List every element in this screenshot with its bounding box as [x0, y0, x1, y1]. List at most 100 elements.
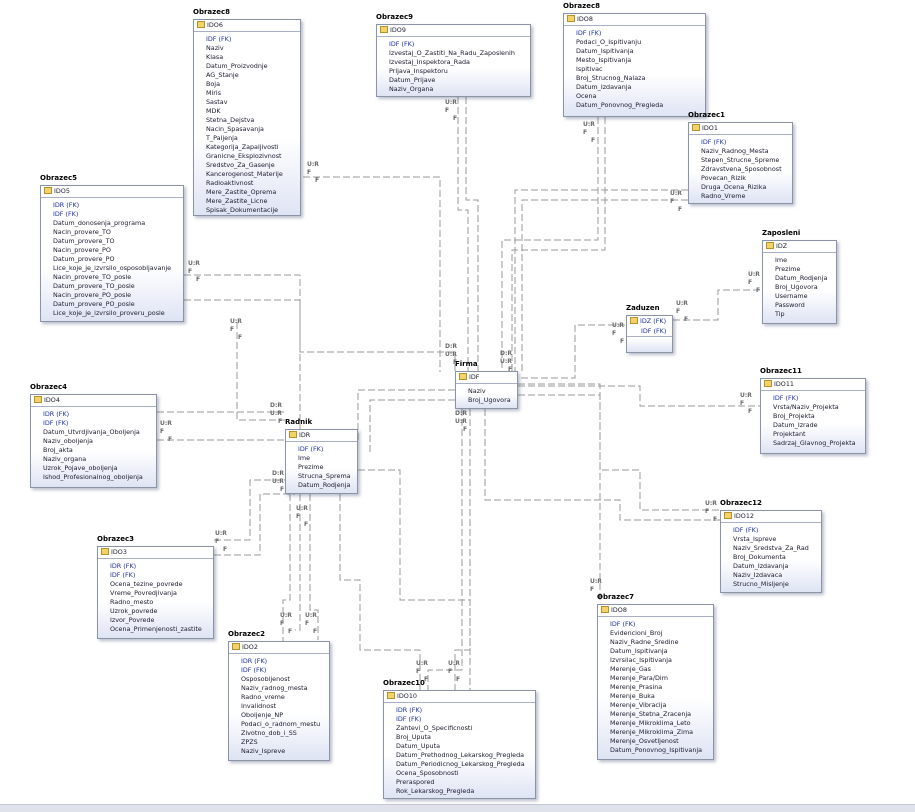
- entity-box: IDZ (FK)IDF (FK): [626, 315, 673, 353]
- attribute: Datum_donosenja_programa: [53, 219, 146, 227]
- relationship-line[interactable]: [214, 493, 295, 556]
- table-icon: [459, 373, 467, 380]
- entity-primary-key: IDO10: [384, 691, 535, 703]
- cardinality-label: F: [740, 400, 745, 407]
- attribute: Stepen_Strucne_Spreme: [701, 156, 780, 164]
- relationship-line[interactable]: [339, 494, 421, 690]
- entity-title: Obrazec3: [97, 535, 134, 543]
- relationship-line[interactable]: [184, 274, 456, 372]
- cardinality-label: U:R: [416, 660, 428, 667]
- relationship-line[interactable]: [465, 97, 479, 372]
- relationship-line[interactable]: [427, 409, 463, 690]
- relationship-line[interactable]: [518, 394, 601, 600]
- cardinality-label: U:R: [280, 612, 292, 619]
- entity-primary-key: IDO4: [31, 395, 156, 407]
- entity-primary-key: IDO5: [41, 186, 183, 198]
- attribute: Naziv_Organa: [389, 85, 434, 93]
- attribute: Povecan_Rizik: [701, 174, 746, 182]
- table-icon: [380, 26, 388, 33]
- foreign-key-attribute: IDF (FK): [701, 138, 727, 146]
- relationship-line[interactable]: [501, 117, 599, 372]
- relationship-line[interactable]: [518, 383, 720, 511]
- canvas-scrollbar[interactable]: [0, 804, 915, 812]
- cardinality-label: U:R: [160, 420, 172, 427]
- attribute: Username: [775, 292, 808, 300]
- attribute: Ime: [298, 454, 311, 462]
- primary-key-label: IDO5: [54, 187, 70, 195]
- relationship-line[interactable]: [303, 176, 441, 372]
- relationship-line[interactable]: [514, 189, 688, 372]
- key-attribute: IDZ (FK): [640, 317, 667, 325]
- relationship-line[interactable]: [511, 117, 606, 372]
- cardinality-label: F: [590, 586, 595, 593]
- attribute: Datum_provere_TO: [53, 237, 115, 245]
- cardinality-label: F: [456, 676, 461, 683]
- attribute: Merenje_Prasina: [610, 683, 663, 691]
- relationship-line[interactable]: [236, 322, 285, 421]
- attribute: Uzrok_povrede: [110, 607, 158, 615]
- attribute: Datum_Ponovnog_Ispitivanja: [610, 746, 703, 754]
- entity-title: Obrazec8: [193, 8, 230, 16]
- relationship-line[interactable]: [214, 479, 285, 541]
- relationship-line[interactable]: [673, 289, 762, 321]
- foreign-key-attribute: IDF (FK): [206, 35, 232, 43]
- relationship-line[interactable]: [357, 389, 455, 440]
- attribute: Broj_Uputa: [396, 733, 431, 741]
- relationship-line[interactable]: [518, 385, 760, 407]
- attribute: Datum_provere_PO: [53, 255, 115, 263]
- relationship-line[interactable]: [309, 494, 319, 640]
- foreign-key-attribute: IDR (FK): [53, 201, 80, 209]
- cardinality-label: U:R: [500, 358, 512, 365]
- entity-title: Zaduzen: [626, 304, 660, 312]
- cardinality-label: U:R: [705, 500, 717, 507]
- attribute: Broj_akta: [43, 446, 73, 454]
- attribute: Zahtevi_O_Specificnosti: [396, 724, 473, 732]
- attribute: Nacin_provere_PO_posle: [53, 291, 132, 299]
- relationship-line[interactable]: [358, 469, 471, 690]
- entity-title: Obrazec8: [563, 2, 600, 10]
- attribute: Datum_Ponovnog_Pregleda: [576, 101, 664, 109]
- attribute: Radioaktivnost: [206, 179, 254, 187]
- relationship-line[interactable]: [521, 199, 688, 372]
- relationship-line[interactable]: [295, 494, 301, 631]
- entity-title: Obrazec5: [40, 174, 77, 182]
- relationship-line[interactable]: [369, 399, 455, 455]
- relationship-line[interactable]: [484, 409, 720, 521]
- relationship-line[interactable]: [457, 97, 469, 372]
- relationship-line[interactable]: [184, 299, 301, 429]
- attribute: Datum_Rodjenja: [298, 481, 351, 489]
- attribute: Vreme_Povredjivanja: [110, 589, 177, 597]
- primary-key-label: IDO2: [242, 643, 258, 651]
- cardinality-label: F: [705, 508, 710, 515]
- cardinality-label: D:R: [270, 402, 282, 409]
- foreign-key-attribute: IDF (FK): [733, 526, 759, 534]
- relationship-line[interactable]: [518, 324, 625, 379]
- relationship-line[interactable]: [454, 409, 471, 690]
- foreign-key-attribute: IDF (FK): [53, 210, 79, 218]
- relationship-line[interactable]: [282, 494, 291, 641]
- cardinality-label: D:R: [500, 350, 512, 357]
